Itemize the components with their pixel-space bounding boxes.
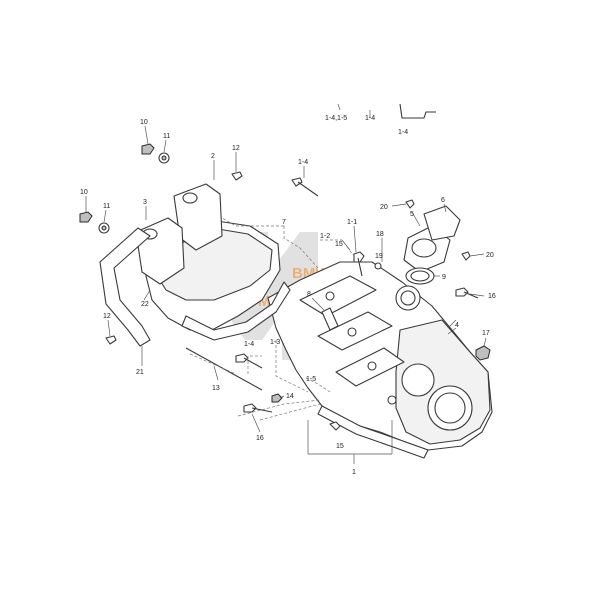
callout-3: 3 bbox=[143, 199, 147, 206]
intake-stub-opening bbox=[411, 238, 437, 258]
washer-11b-center bbox=[101, 225, 107, 231]
bolt-1-4-top bbox=[291, 177, 303, 187]
callout-13: 13 bbox=[212, 385, 220, 392]
bore-opening-2 bbox=[401, 363, 435, 397]
bolt-hole-c bbox=[367, 361, 377, 371]
leader-lines bbox=[85, 103, 487, 464]
callout-1-5: 1-5 bbox=[306, 376, 316, 383]
intake-throttle-flange bbox=[423, 205, 461, 241]
callout-10: 10 bbox=[140, 119, 148, 126]
plug-17 bbox=[475, 345, 491, 361]
valve-cover-flange bbox=[181, 281, 291, 341]
bolt-hole-b bbox=[347, 327, 357, 337]
callout-1-1: 1-1 bbox=[347, 219, 357, 226]
bolt-16b-shank bbox=[251, 407, 273, 413]
callout-15: 15 bbox=[336, 443, 344, 450]
callout-12: 12 bbox=[103, 313, 111, 320]
cover-bolt-boss-1 bbox=[182, 192, 198, 204]
intake-parts bbox=[403, 205, 461, 285]
valve-cover-top bbox=[155, 227, 273, 301]
callout-7: 7 bbox=[282, 219, 286, 226]
callout-labels: 10 11 2 12 1-4 1-4,1-5 1-4 1-4 10 11 3 7… bbox=[80, 115, 496, 476]
callout-1: 1 bbox=[352, 469, 356, 476]
nut-14 bbox=[271, 393, 283, 403]
callout-18: 18 bbox=[376, 231, 384, 238]
callout-5: 5 bbox=[410, 211, 414, 218]
washer-11a-center bbox=[161, 155, 167, 161]
callout-6: 6 bbox=[441, 197, 445, 204]
intake-port-inner bbox=[400, 290, 416, 306]
callout-1-4-1-5: 1-4,1-5 bbox=[325, 115, 347, 122]
valve-cover-part bbox=[135, 183, 291, 341]
valve-cover-gasket bbox=[99, 227, 151, 347]
callout-1-3: 1-3 bbox=[270, 339, 280, 346]
callout-2: 2 bbox=[211, 153, 215, 160]
bolt-hole-a bbox=[325, 291, 335, 301]
callout-19: 19 bbox=[375, 253, 383, 260]
bolt-12b bbox=[105, 335, 117, 345]
bolt-16a-shank bbox=[463, 291, 479, 299]
callout-1-2: 1-2 bbox=[320, 233, 330, 240]
callout-9: 9 bbox=[442, 274, 446, 281]
callout-1-4: 1-4 bbox=[365, 115, 375, 122]
washer-bolt-10a bbox=[141, 143, 155, 155]
pin-8 bbox=[321, 307, 339, 331]
head-lower-flange bbox=[317, 405, 429, 459]
callout-14: 14 bbox=[286, 393, 294, 400]
callout-15: 15 bbox=[335, 241, 343, 248]
callout-1-4: 1-4 bbox=[244, 341, 254, 348]
callout-1-4: 1-4 bbox=[398, 129, 408, 136]
bolt-12a bbox=[231, 171, 243, 181]
callout-16: 16 bbox=[256, 435, 264, 442]
washer-bolt-10b bbox=[79, 211, 93, 223]
callout-20: 20 bbox=[380, 204, 388, 211]
stud-1-1-shank bbox=[357, 257, 363, 277]
bolt-15b bbox=[329, 421, 341, 431]
cylinder-head-part bbox=[267, 261, 493, 459]
screw-20b bbox=[461, 251, 471, 261]
bolt-14-shank bbox=[243, 357, 263, 369]
intake-o-ring-inner bbox=[410, 270, 430, 282]
bolt-1-4-top-shank bbox=[297, 181, 319, 197]
bolt-16a bbox=[455, 287, 469, 297]
callout-11: 11 bbox=[103, 203, 110, 210]
bore-opening-1-inner bbox=[434, 392, 466, 424]
bolt-hole-d bbox=[387, 395, 397, 405]
bolt-16b bbox=[243, 403, 257, 413]
screw-20a bbox=[405, 199, 415, 209]
callout-22: 22 bbox=[141, 301, 149, 308]
callout-20: 20 bbox=[486, 252, 494, 259]
small-parts bbox=[79, 103, 491, 431]
callout-16: 16 bbox=[488, 293, 496, 300]
callout-1-4: 1-4 bbox=[298, 159, 308, 166]
callout-11: 11 bbox=[163, 133, 170, 140]
callout-21: 21 bbox=[136, 369, 144, 376]
bolt-14 bbox=[235, 353, 249, 363]
callout-8: 8 bbox=[307, 291, 311, 298]
callout-17: 17 bbox=[482, 330, 490, 337]
callout-10: 10 bbox=[80, 189, 88, 196]
stud-1-1 bbox=[353, 251, 365, 263]
washer-19 bbox=[374, 262, 382, 270]
camshaft-bearing-row bbox=[299, 275, 377, 317]
callout-4: 4 bbox=[455, 322, 459, 329]
bracket-top-right bbox=[399, 103, 436, 119]
callout-12: 12 bbox=[232, 145, 240, 152]
dashed-assembly-lines bbox=[189, 217, 355, 421]
